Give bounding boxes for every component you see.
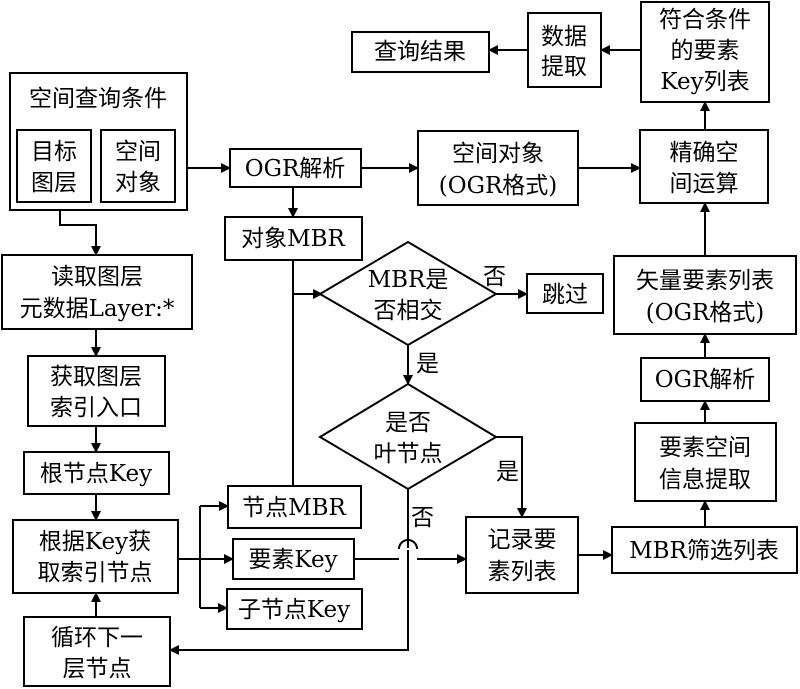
edge-label-yes-leaf: 是 <box>496 459 519 485</box>
node-label: 信息提取 <box>659 467 751 493</box>
node-label: OGR解析 <box>245 156 346 182</box>
node-label: 素列表 <box>488 559 557 585</box>
node-label: 对象MBR <box>241 226 345 252</box>
node-label: 查询结果 <box>374 39 466 65</box>
node-label: 是否 <box>385 410 431 436</box>
node-label: 元数据Layer:* <box>20 296 175 322</box>
node-label: Key列表 <box>660 69 749 95</box>
node-label: 读取图层 <box>51 264 143 290</box>
node-record-features: 记录要 素列表 <box>465 516 579 594</box>
node-label: 数据 <box>541 24 587 50</box>
node-label: 取索引节点 <box>38 560 153 586</box>
node-matching-keys: 符合条件 的要素 Key列表 <box>640 1 770 103</box>
node-label: 叶节点 <box>374 441 443 467</box>
node-ogr-parse-right: OGR解析 <box>640 357 770 402</box>
edge-label-no-intersect: 否 <box>483 264 506 290</box>
node-label: 节点MBR <box>242 495 346 521</box>
node-label: 根节点Key <box>40 461 152 487</box>
node-node-mbr: 节点MBR <box>227 485 362 529</box>
node-root-node-key: 根节点Key <box>23 451 170 495</box>
node-label: 对象 <box>115 170 161 196</box>
node-skip: 跳过 <box>526 273 604 314</box>
node-label: 要素空间 <box>659 435 751 461</box>
node-label: 符合条件 <box>659 7 751 33</box>
node-label: 间运算 <box>670 171 739 197</box>
node-feature-key: 要素Key <box>232 538 355 580</box>
arrow-layer-to-read <box>59 202 101 256</box>
arrow-nodembr-to-diamond <box>292 289 323 486</box>
node-label: 索引入口 <box>50 395 142 421</box>
node-data-extract: 数据 提取 <box>527 12 602 88</box>
node-label: 精确空 <box>670 140 739 166</box>
node-label: 根据Key获 <box>39 529 151 555</box>
node-label: MBR筛选列表 <box>629 538 779 564</box>
node-label: 空间 <box>115 139 161 165</box>
node-label: 的要素 <box>671 38 740 64</box>
connectors <box>59 45 710 655</box>
node-mbr-filter-list: MBR筛选列表 <box>611 526 798 574</box>
node-label: MBR是 <box>368 267 449 293</box>
node-label: (OGR格式) <box>439 173 558 199</box>
node-label: 层节点 <box>63 656 132 682</box>
node-child-node-key: 子节点Key <box>226 588 363 630</box>
node-feature-geom-extract: 要素空间 信息提取 <box>634 422 777 502</box>
node-label: OGR解析 <box>655 367 756 393</box>
node-label: 循环下一 <box>51 625 143 651</box>
node-label: 获取图层 <box>50 364 142 390</box>
node-spatial-object: 空间 对象 <box>100 129 176 203</box>
node-mbr-intersect-decision: MBR是 否相交 <box>318 240 498 347</box>
arrow-leaf-to-loop <box>169 550 409 655</box>
node-label: 图层 <box>31 170 77 196</box>
node-label: 跳过 <box>542 282 588 308</box>
edge-label-no-leaf: 否 <box>411 505 434 531</box>
node-exact-spatial-op: 精确空 间运算 <box>639 129 769 204</box>
node-label: (OGR格式) <box>646 300 765 326</box>
node-is-leaf-decision: 是否 叶节点 <box>318 382 498 491</box>
node-get-index-entry: 获取图层 索引入口 <box>27 355 166 427</box>
node-label: 矢量要素列表 <box>636 268 774 294</box>
node-label: 否相交 <box>374 298 443 324</box>
node-loop-next-level: 循环下一 层节点 <box>23 616 171 687</box>
node-label: 记录要 <box>488 527 557 553</box>
node-label: 空间对象 <box>452 141 544 167</box>
line-crossover-hop <box>398 539 418 550</box>
node-target-layer: 目标 图层 <box>16 129 92 203</box>
node-label: 要素Key <box>248 547 337 573</box>
node-fetch-index-node: 根据Key获 取索引节点 <box>12 519 179 594</box>
node-label: 目标 <box>31 139 77 165</box>
arrow-leaf-to-record <box>496 436 527 518</box>
node-object-mbr: 对象MBR <box>224 216 363 261</box>
node-ogr-parse-top: OGR解析 <box>229 148 362 188</box>
node-vector-feature-list: 矢量要素列表 (OGR格式) <box>613 255 797 335</box>
edge-label-yes-intersect: 是 <box>416 351 439 377</box>
node-label: 空间查询条件 <box>29 86 167 112</box>
node-label: 提取 <box>541 54 587 80</box>
node-spatial-object-ogr: 空间对象 (OGR格式) <box>417 130 579 206</box>
node-label: 子节点Key <box>238 597 350 623</box>
node-query-result: 查询结果 <box>351 31 490 73</box>
node-read-layer-meta: 读取图层 元数据Layer:* <box>1 254 193 330</box>
